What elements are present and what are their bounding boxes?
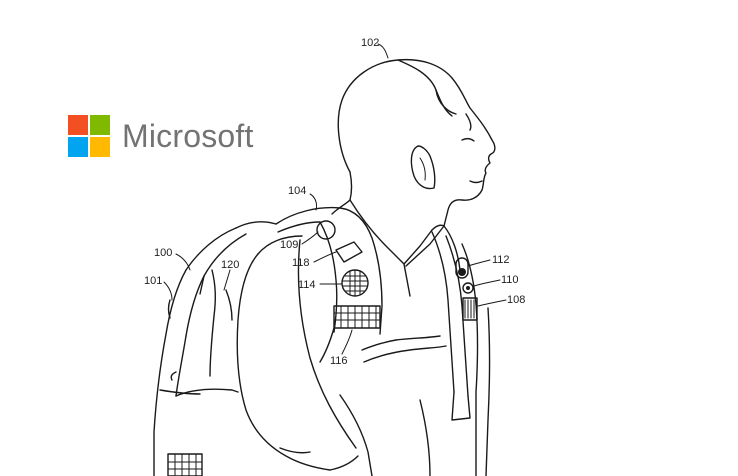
- person-head: [337, 58, 496, 227]
- person-arm: [236, 235, 359, 471]
- device-118: [335, 241, 363, 263]
- backpack: [153, 221, 277, 476]
- shoulder-strap: [275, 206, 383, 363]
- ref-109: 109: [280, 239, 298, 251]
- strap-devices: [455, 257, 478, 321]
- backpack-patch: [167, 453, 203, 476]
- ref-118: 118: [292, 257, 310, 269]
- ref-104: 104: [288, 185, 306, 197]
- ref-102: 102: [361, 37, 379, 49]
- logo-tile-red: [68, 115, 88, 135]
- shoulder-devices: [316, 220, 369, 297]
- ref-116: 116: [330, 355, 348, 367]
- ref-100: 100: [154, 247, 172, 259]
- device-112: [455, 257, 469, 279]
- leader-lines: [163, 43, 507, 355]
- logo-tile-yellow: [90, 137, 110, 157]
- strap-pad-116: [333, 305, 381, 329]
- logo-wordmark: Microsoft: [122, 118, 254, 154]
- ref-101: 101: [144, 275, 162, 287]
- device-110: [462, 282, 474, 294]
- device-108: [462, 297, 478, 321]
- ref-114: 114: [298, 279, 316, 291]
- ref-112: 112: [492, 254, 510, 266]
- ref-120: 120: [221, 259, 239, 271]
- ref-110: 110: [501, 274, 519, 286]
- logo-tile-blue: [68, 137, 88, 157]
- device-104: [316, 220, 336, 240]
- microsoft-logo-mark: [68, 115, 110, 157]
- microsoft-logo: Microsoft: [68, 114, 254, 158]
- logo-tile-green: [90, 115, 110, 135]
- person-collar: [331, 171, 445, 297]
- ref-108: 108: [507, 294, 525, 306]
- person-torso: [339, 225, 461, 476]
- reference-numerals: 102 104 100 101 109 120 118 114 116 112 …: [144, 37, 525, 367]
